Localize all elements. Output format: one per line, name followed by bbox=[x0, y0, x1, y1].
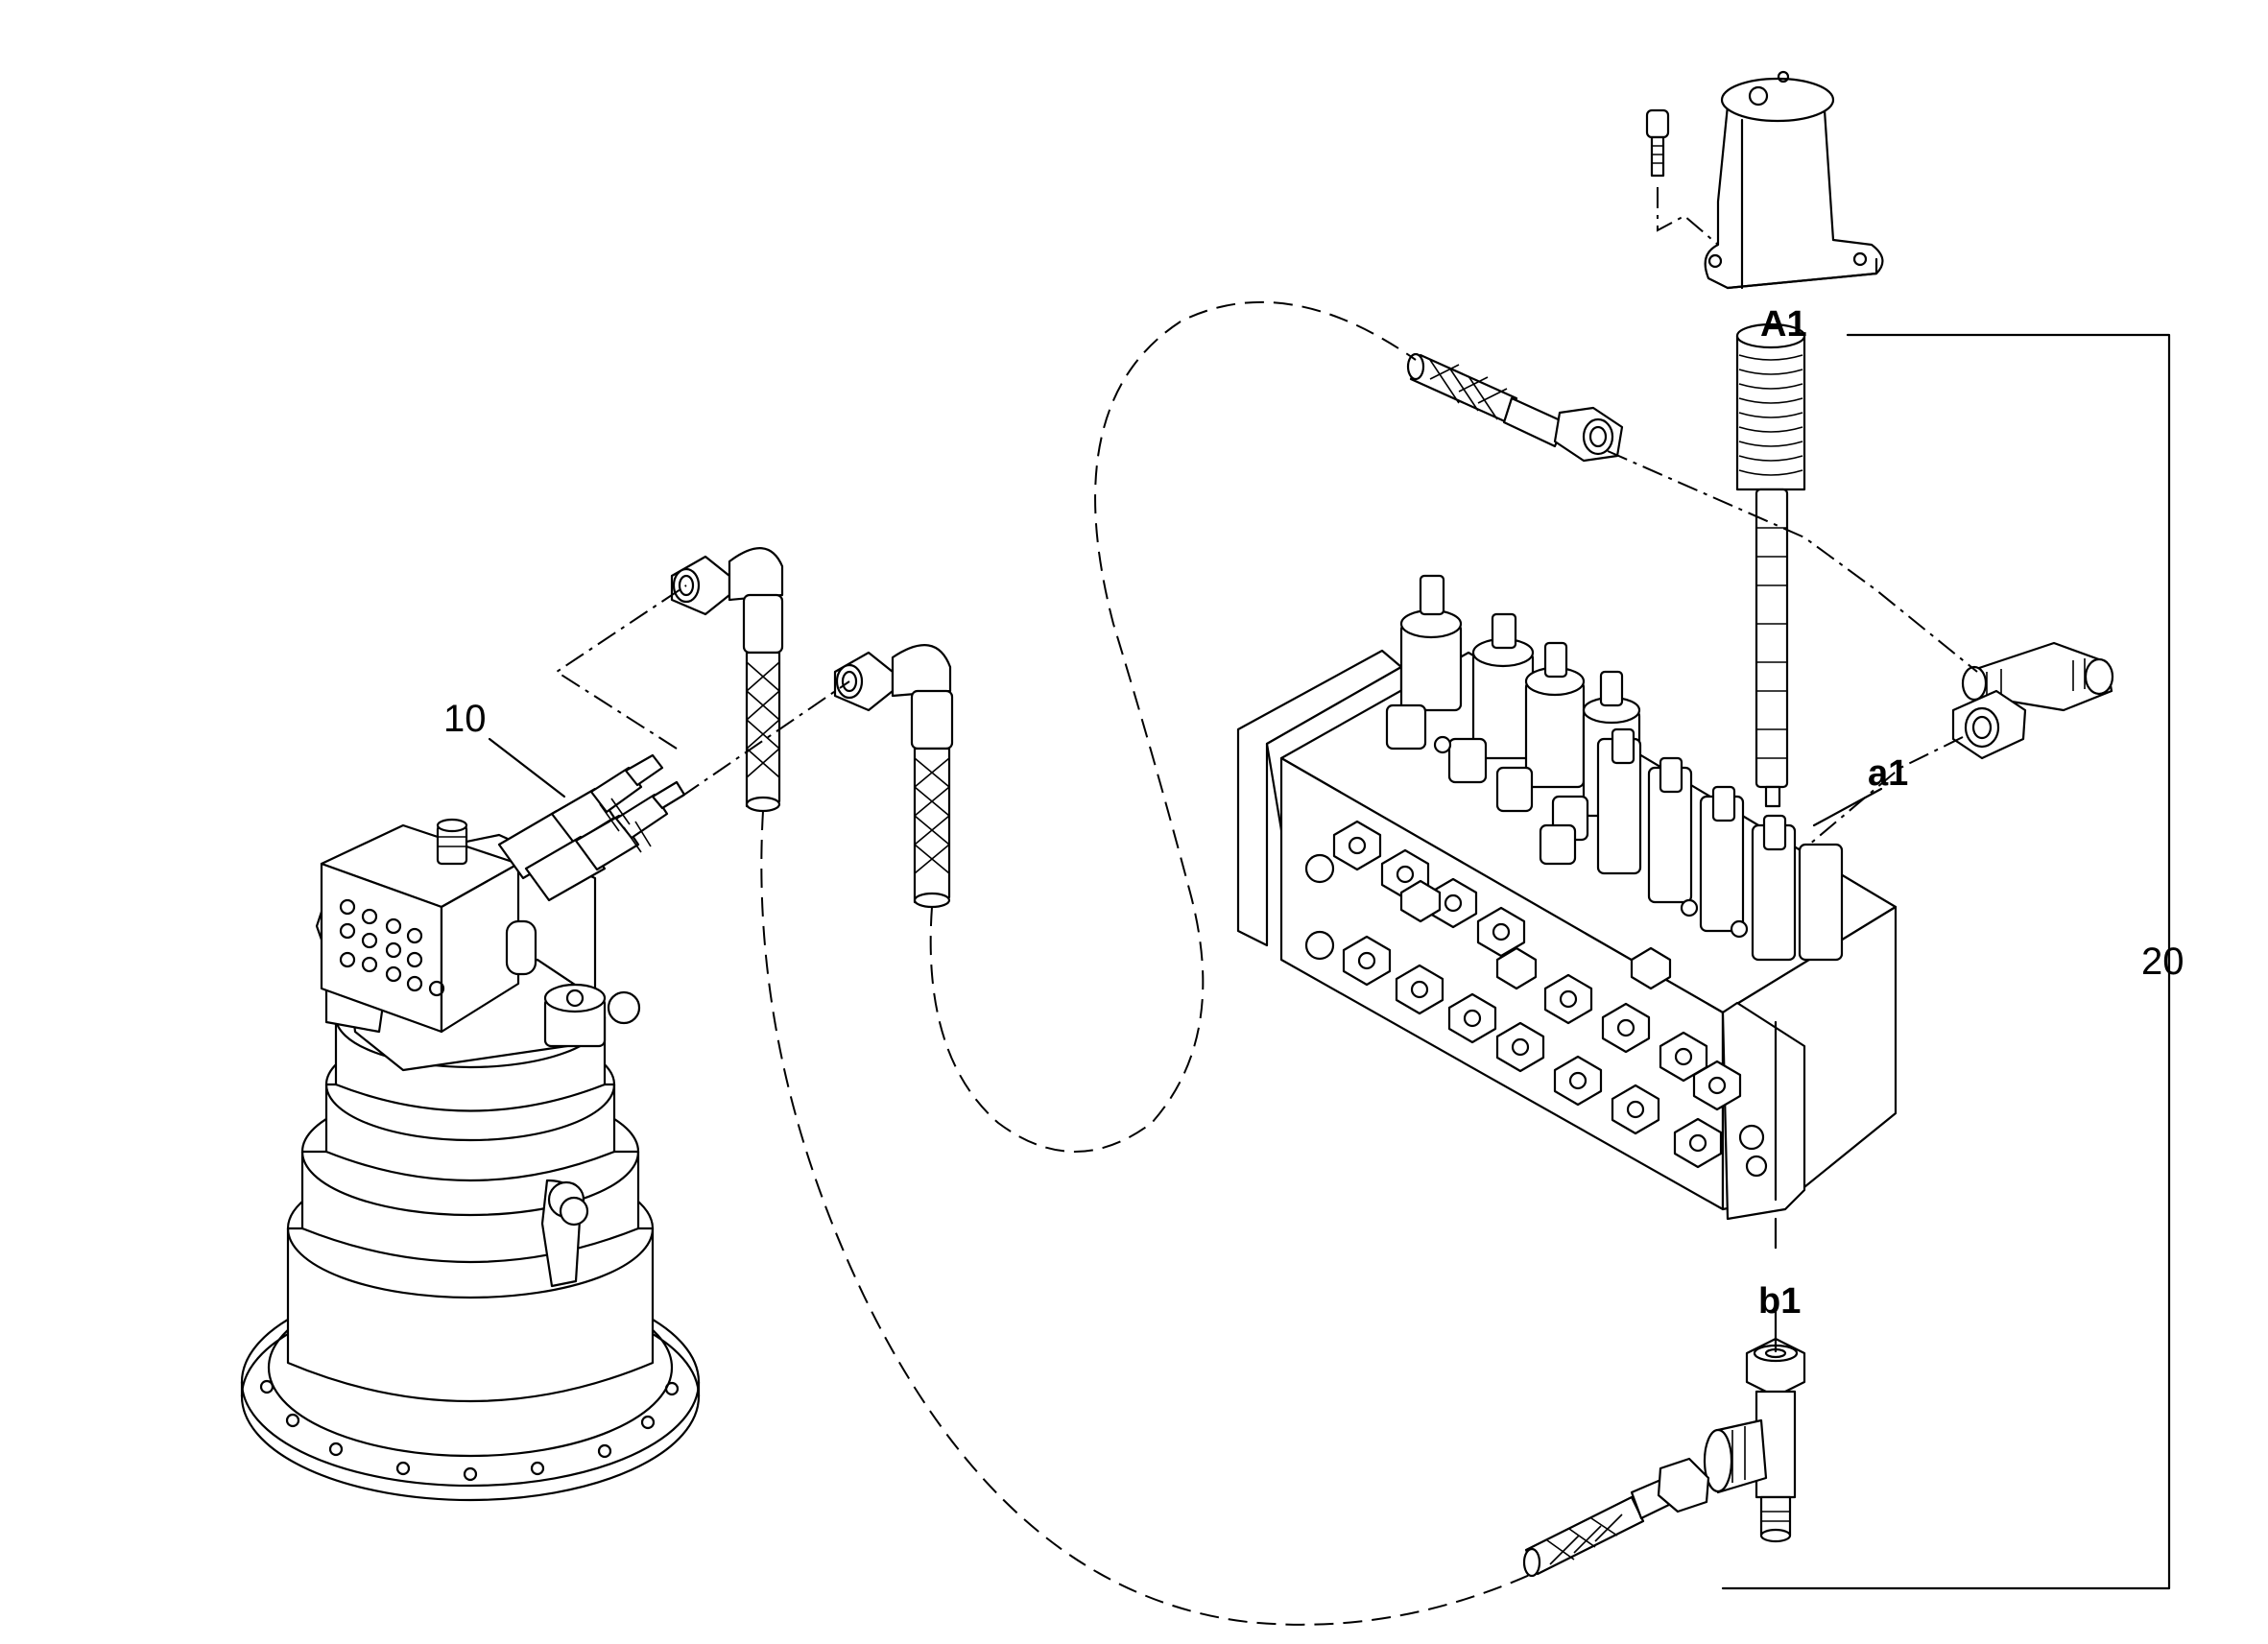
label-ref-A1: A1 bbox=[1760, 304, 1807, 345]
kit-bracket-20 bbox=[1721, 333, 2171, 1590]
tee-fitting-b1 bbox=[1703, 1337, 1806, 1543]
block-port-fittings bbox=[1304, 820, 1768, 1178]
elbow-hose-2 bbox=[833, 644, 954, 909]
swing-motor-assembly bbox=[240, 753, 701, 1502]
tee-fitting-a1 bbox=[1951, 641, 2114, 760]
elbow-hose-1 bbox=[670, 547, 784, 813]
pilot-valve-spool bbox=[1735, 322, 1806, 808]
pilot-valve-screw bbox=[1645, 108, 1719, 246]
motor-valve-head bbox=[315, 818, 641, 1227]
fittings-row bbox=[1332, 820, 1742, 1169]
label-ref-b1: b1 bbox=[1758, 1281, 1801, 1322]
hose-a1 bbox=[1406, 352, 1624, 463]
motor-port-nipples bbox=[497, 753, 686, 902]
label-part-10: 10 bbox=[443, 698, 487, 740]
connection-lines bbox=[488, 300, 1978, 1626]
control-valve-block bbox=[1236, 574, 1898, 1221]
label-part-20: 20 bbox=[2141, 941, 2184, 983]
pilot-valve-housing bbox=[1704, 70, 1884, 290]
hose-b1 bbox=[1522, 1457, 1710, 1578]
label-ref-a1: a1 bbox=[1868, 753, 1908, 794]
callout-labels: 10 20 A1 a1 b1 bbox=[443, 304, 2184, 1322]
block-top-cartridges bbox=[1385, 574, 1844, 962]
